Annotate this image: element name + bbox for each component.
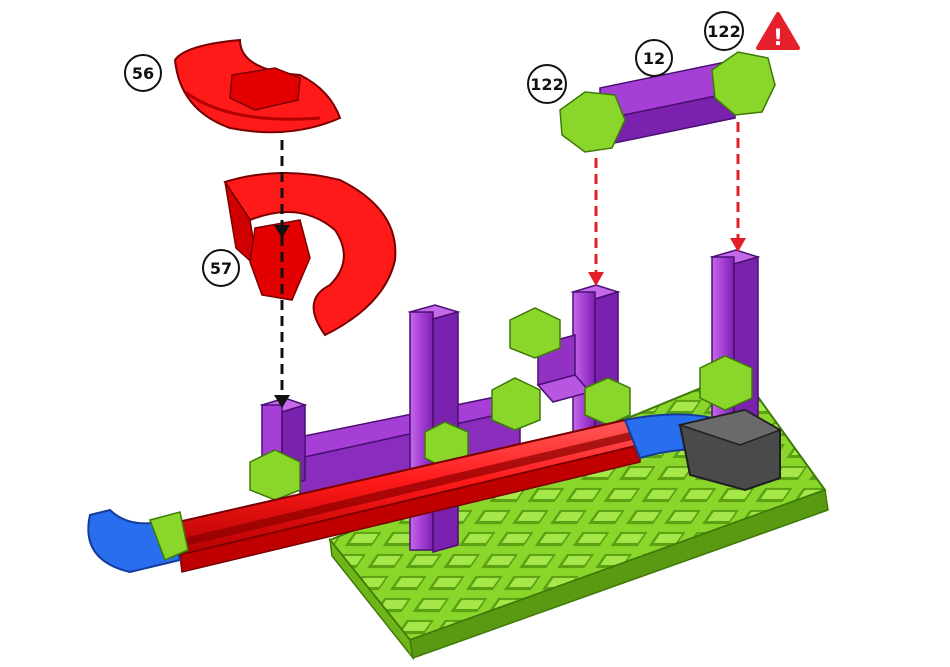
spiral-57 — [225, 173, 395, 335]
svg-text:56: 56 — [132, 64, 154, 83]
label-122-right: 122 — [705, 12, 743, 50]
label-57: 57 — [203, 250, 239, 286]
warning-triangle-icon: ! — [758, 14, 798, 51]
svg-text:57: 57 — [210, 259, 232, 278]
label-122-left: 122 — [528, 65, 566, 103]
label-56: 56 — [125, 55, 161, 91]
arrow-red-right — [730, 122, 746, 252]
svg-text:122: 122 — [530, 75, 563, 94]
spiral-56 — [175, 40, 340, 132]
arrow-red-left — [588, 158, 604, 286]
svg-text:!: ! — [773, 26, 783, 51]
blue-curve-left — [88, 510, 188, 572]
label-12: 12 — [636, 40, 672, 76]
svg-text:12: 12 — [643, 49, 665, 68]
svg-text:122: 122 — [707, 22, 740, 41]
